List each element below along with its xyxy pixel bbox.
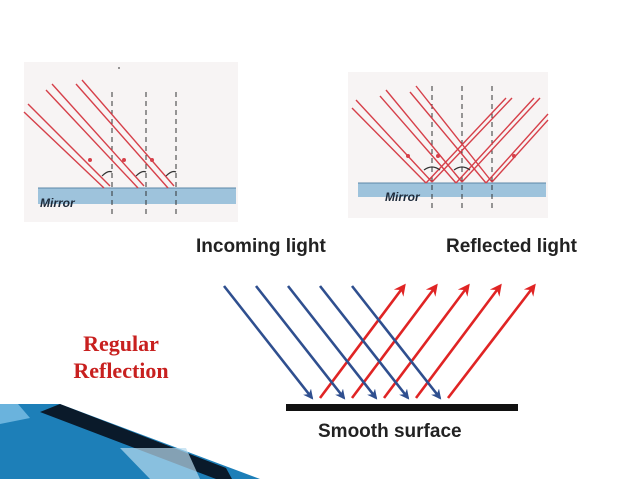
right-reflected-2b (455, 97, 535, 184)
right-incident-2b (379, 95, 457, 184)
incoming-ray-5 (350, 285, 442, 400)
incoming-ray-3 (286, 285, 378, 400)
left-mirror (38, 188, 236, 204)
left-ray-1b (23, 111, 105, 189)
incoming-ray-4 (318, 285, 410, 400)
mirror-label-right: Mirror (385, 190, 420, 204)
left-angle-arc-3 (165, 170, 177, 177)
regular-reflection-title: Regular Reflection (48, 330, 194, 384)
incoming-light-label: Incoming light (196, 236, 326, 257)
left-ray-3b (75, 83, 169, 189)
left-angle-arc-1 (101, 170, 113, 177)
reflected-light-label: Reflected light (446, 236, 577, 257)
right-reflected-2a (461, 97, 541, 183)
left-ray-3a (81, 79, 175, 187)
reflected-ray-2 (350, 283, 438, 399)
right-angle-arc-1 (423, 166, 441, 171)
right-reflected-3b (485, 113, 549, 184)
right-reflected-1b (425, 97, 507, 184)
right-incident-2a (385, 89, 463, 183)
left-ray-2b (45, 89, 139, 189)
right-mirror (358, 183, 546, 197)
reflected-ray-3 (382, 283, 470, 399)
right-angle-arc-2 (453, 166, 471, 171)
incoming-ray-1 (222, 285, 314, 400)
right-incident-1a (355, 99, 433, 183)
left-angle-arc-2 (135, 170, 147, 177)
left-ray-1a (27, 103, 111, 187)
title-line-1: Regular (83, 331, 159, 356)
reflected-ray-1 (318, 283, 406, 399)
right-incident-3a (415, 85, 493, 183)
right-reflected-1a (431, 97, 513, 183)
title-line-2: Reflection (73, 358, 169, 383)
right-reflected-3a (491, 119, 549, 183)
smooth-surface (286, 404, 518, 411)
mirror-label-left: Mirror (40, 196, 75, 210)
incoming-ray-2 (254, 285, 346, 400)
right-incident-1b (351, 107, 427, 184)
reflected-ray-4 (414, 283, 502, 399)
reflected-ray-5 (446, 283, 536, 399)
right-incident-3b (409, 91, 487, 184)
smooth-surface-label: Smooth surface (318, 421, 462, 442)
left-ray-2a (51, 83, 145, 187)
